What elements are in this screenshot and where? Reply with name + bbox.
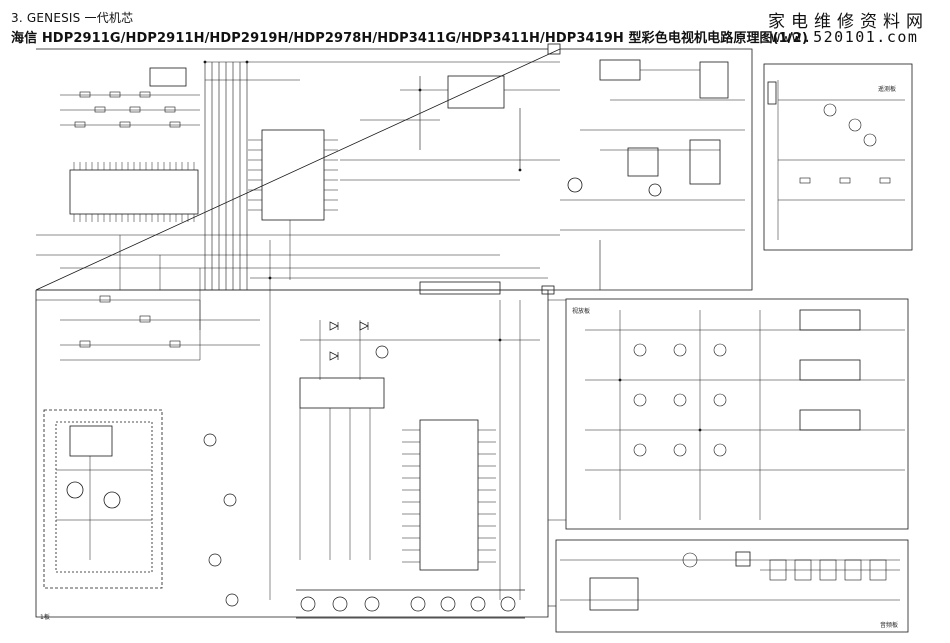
right-mid-panel-label: 视放板 xyxy=(572,308,591,315)
right-top-panel-label: 遥测板 xyxy=(878,86,897,93)
schematic-title: 海信 HDP2911G/HDP2911H/HDP2919H/HDP2978H/H… xyxy=(11,31,808,46)
watermark-url: www.520101.com xyxy=(771,28,919,46)
right-bottom-panel-label: 音频板 xyxy=(880,622,899,629)
sub-board-label: 1板 xyxy=(40,614,50,621)
section-heading: 3. GENESIS 一代机芯 xyxy=(11,11,134,25)
watermark-site-name: 家电维修资料网 xyxy=(768,12,929,32)
